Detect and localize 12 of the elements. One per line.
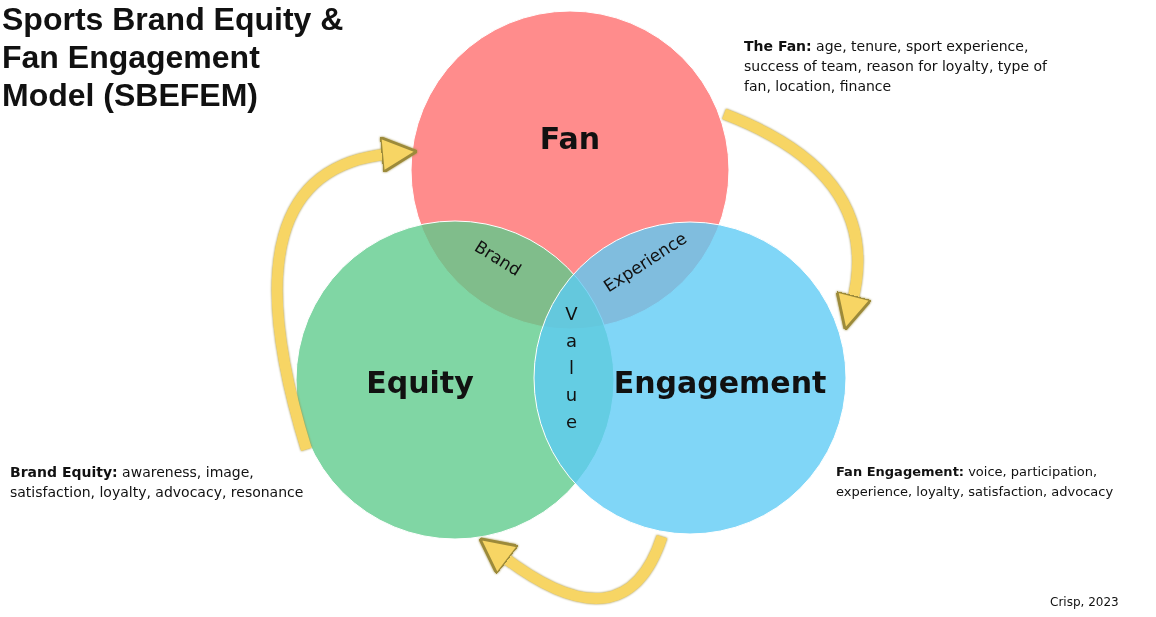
diagram-title: Sports Brand Equity & Fan Engagement Model (SBEFEM): [2, 0, 345, 114]
curved-arrow: [477, 534, 668, 604]
annotation-text: Brand Equity: awareness, image, satisfaction, loyalty, advocacy, resonance: [10, 463, 305, 502]
citation-text: Crisp, 2023: [1050, 594, 1120, 611]
circle-title: Equity: [366, 364, 474, 400]
circle-title: Engagement: [613, 364, 827, 400]
circle-title: Fan: [539, 120, 601, 156]
region-label: Value: [561, 302, 581, 438]
curved-arrow: [271, 136, 418, 451]
curved-arrow: [722, 108, 873, 332]
annotation-text: The Fan: age, tenure, sport experience, success of team, reason for loyalty, type of fan, location, finance: [744, 37, 1049, 96]
annotation-text: Fan Engagement: voice, participation, experience, loyalty, satisfaction, advocacy: [836, 463, 1115, 501]
